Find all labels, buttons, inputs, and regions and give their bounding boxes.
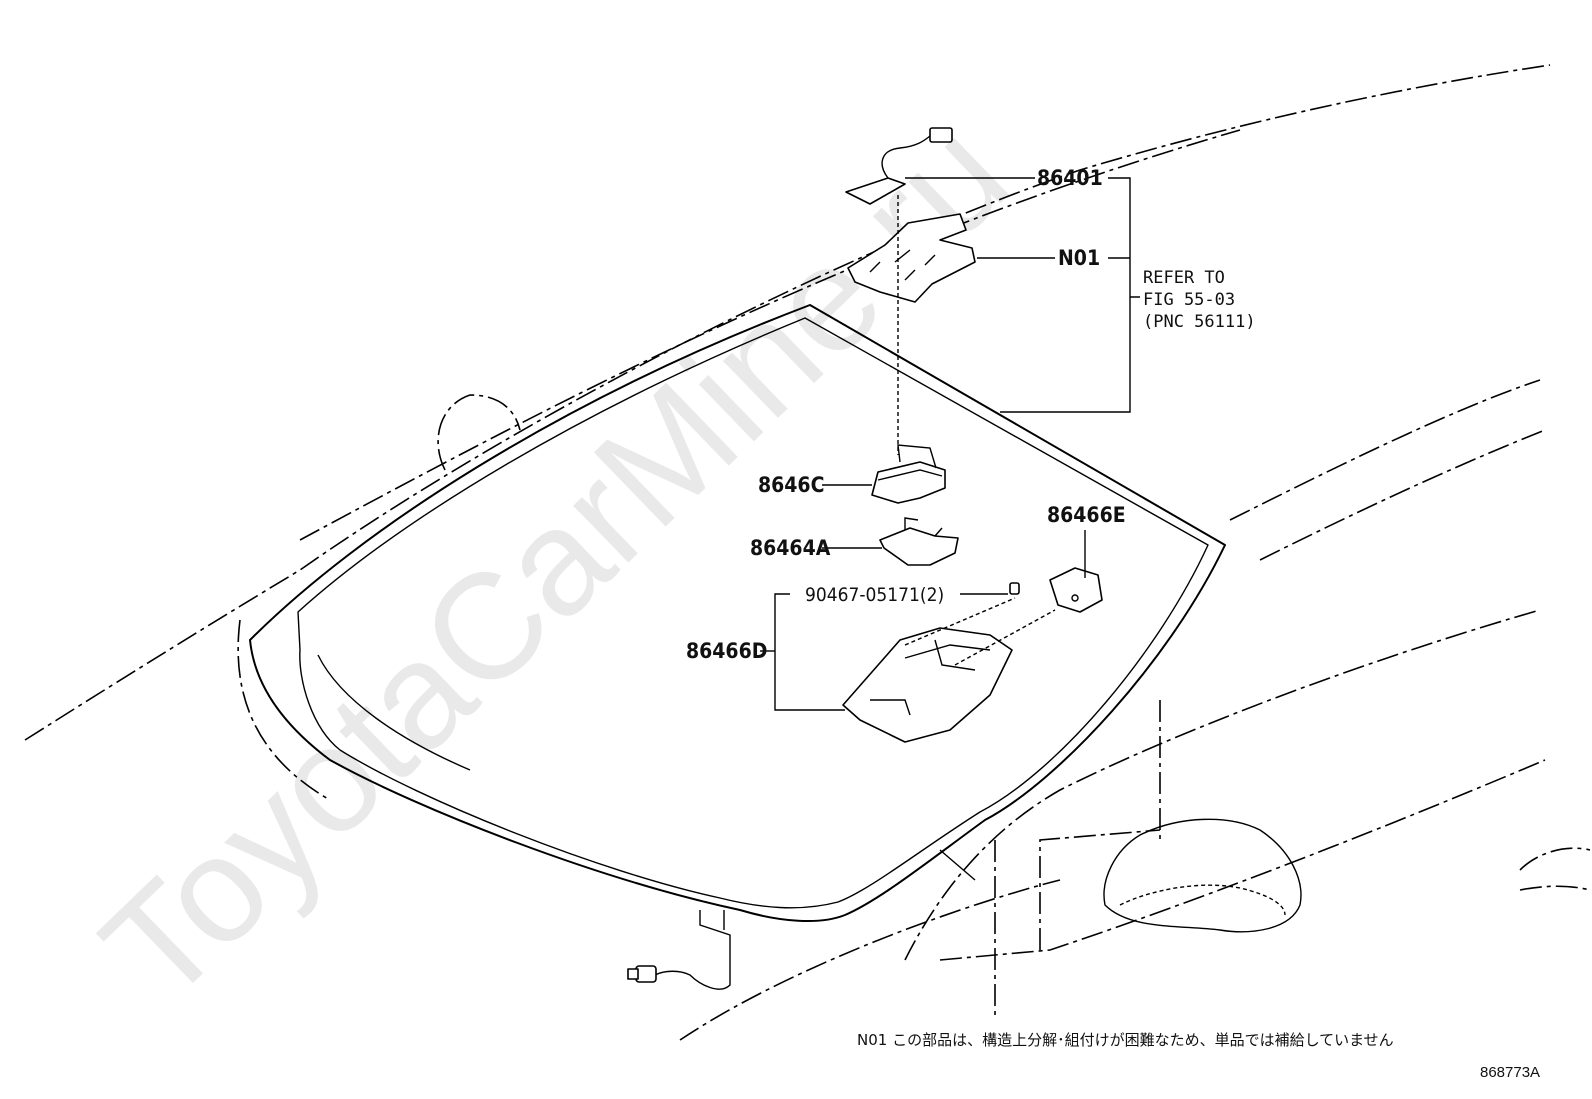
label-86466d: 86466D: [686, 639, 767, 663]
part-86466d-cover: [842, 597, 1056, 743]
reference-line-2: FIG 55-03: [1143, 290, 1235, 310]
lower-wire-harness: [627, 910, 731, 990]
label-86401: 86401: [1037, 166, 1103, 190]
reference-line-3: (PNC 56111): [1143, 312, 1256, 332]
part-n01-bracket: [847, 213, 976, 303]
part-86466e-bracket: [1049, 567, 1103, 613]
side-mirror: [1103, 818, 1591, 933]
label-86464a: 86464A: [750, 536, 831, 560]
watermark: ToyotaCarMine.ru: [71, 90, 1039, 1033]
part-8646c-cover: [871, 444, 946, 504]
label-86466e: 86466E: [1047, 503, 1126, 527]
leader-lines: [760, 177, 1140, 711]
figure-code: 868773A: [1480, 1064, 1540, 1081]
label-90467-05171: 90467-05171(2): [805, 584, 944, 606]
car-body-outline: [24, 64, 1551, 1041]
footnote: N01 この部品は、構造上分解･組付けが困難なため、単品では補給していません: [857, 1031, 1394, 1049]
part-86464a-clip: [879, 517, 959, 566]
reference-line-1: REFER TO: [1143, 268, 1225, 288]
part-90467-clip: [1009, 582, 1020, 595]
label-8646c: 8646C: [758, 473, 824, 497]
windshield-glass: [249, 304, 1226, 922]
part-86401-rain-sensor: [845, 127, 953, 205]
label-n01: N01: [1058, 246, 1100, 270]
